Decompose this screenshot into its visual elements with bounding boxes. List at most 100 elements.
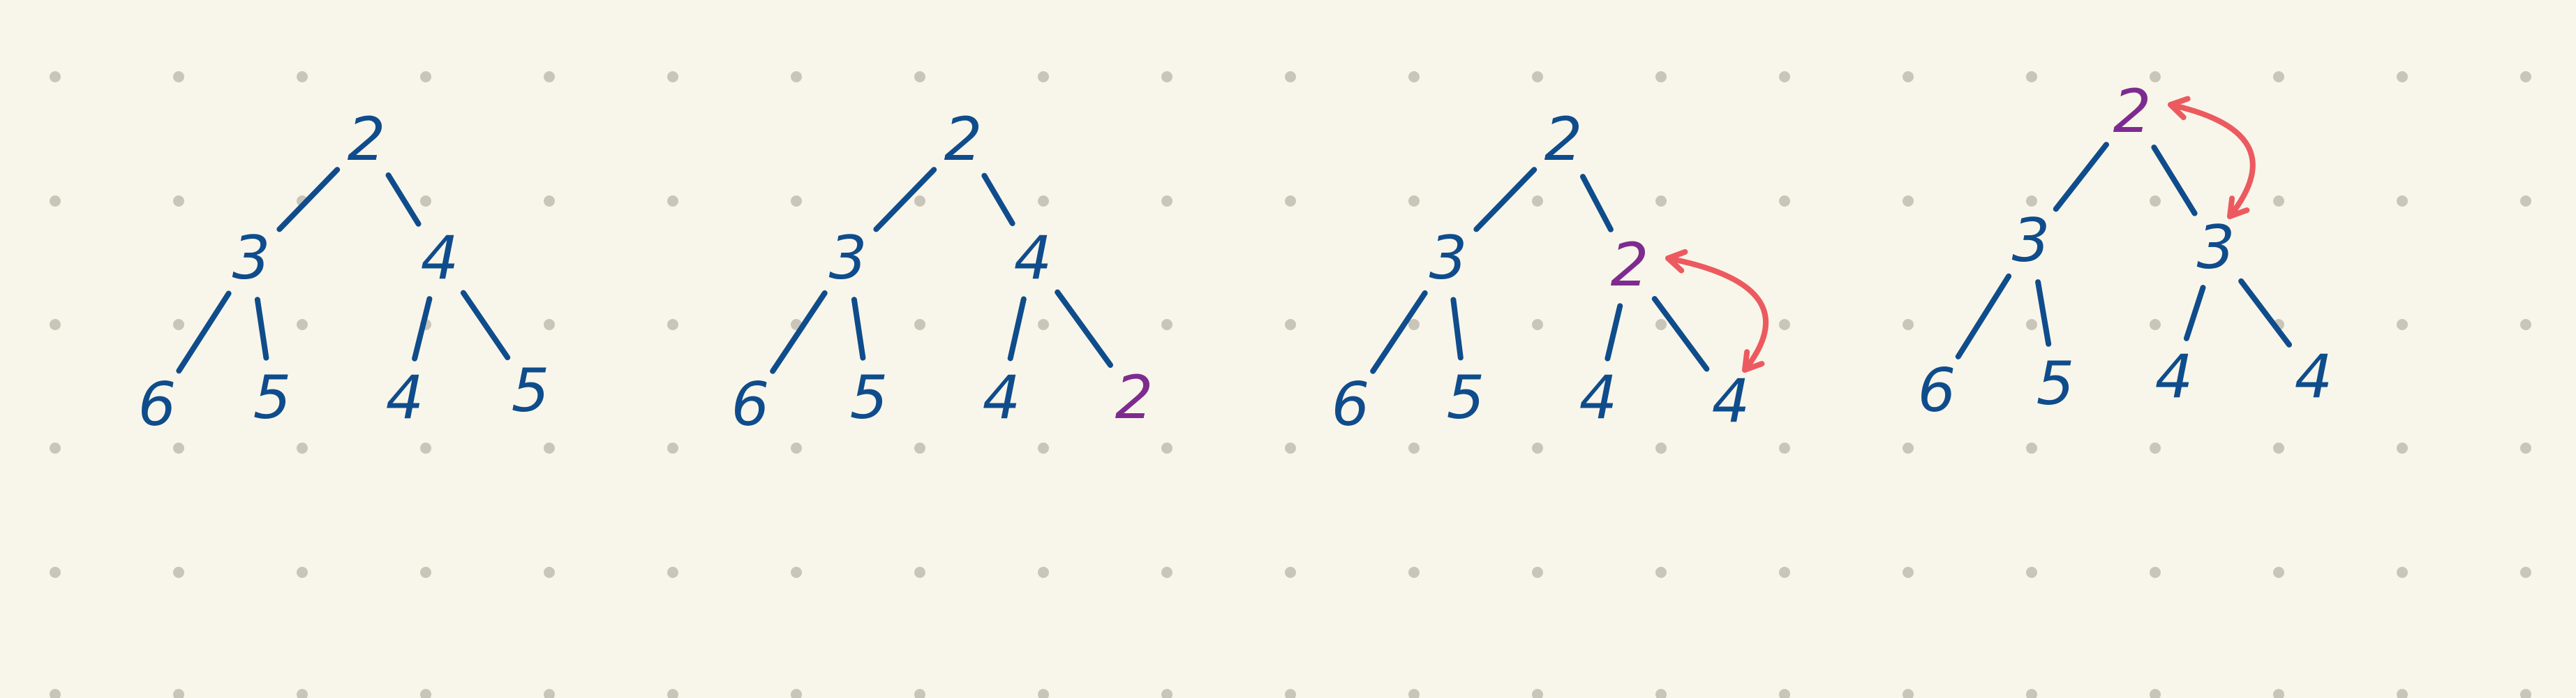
grid-dot xyxy=(2520,443,2531,454)
tree-node-rr: 4 xyxy=(2295,342,2333,412)
tree-edge xyxy=(2183,285,2206,341)
grid-dot xyxy=(1408,567,1420,578)
tree-node-root: 2 xyxy=(348,105,386,174)
tree-node-l: 3 xyxy=(232,223,271,293)
grid-dot xyxy=(2026,319,2037,330)
grid-dot xyxy=(50,567,61,578)
tree-edge xyxy=(1955,273,2012,359)
grid-dot xyxy=(544,567,555,578)
grid-dot xyxy=(1161,689,1172,698)
tree-edge xyxy=(385,172,422,227)
grid-dot xyxy=(2150,443,2161,454)
grid-dot xyxy=(1285,71,1296,82)
grid-dot xyxy=(2520,195,2531,207)
grid-dot xyxy=(914,567,925,578)
grid-dot xyxy=(2520,567,2531,578)
tree-edge xyxy=(254,297,269,361)
grid-dot xyxy=(1285,689,1296,698)
grid-dot xyxy=(1285,195,1296,207)
grid-dot xyxy=(50,71,61,82)
grid-dot xyxy=(2026,195,2037,207)
grid-dot xyxy=(544,319,555,330)
grid-dot xyxy=(1532,195,1543,207)
grid-dot xyxy=(2397,195,2408,207)
tree-edge xyxy=(1605,303,1623,362)
grid-dot xyxy=(1779,71,1790,82)
grid-dot xyxy=(1285,443,1296,454)
tree-node-l: 3 xyxy=(2012,206,2050,276)
grid-dot xyxy=(1532,71,1543,82)
tree-edge xyxy=(851,297,866,361)
grid-dot xyxy=(2397,71,2408,82)
tree-edge xyxy=(1473,167,1538,232)
arrow-head-icon xyxy=(2168,96,2191,121)
grid-dot xyxy=(914,443,925,454)
grid-dot xyxy=(420,195,431,207)
swap-arrow xyxy=(2168,102,2256,219)
grid-dot xyxy=(297,567,308,578)
grid-dot xyxy=(2150,567,2161,578)
grid-dot xyxy=(50,689,61,698)
grid-dot xyxy=(1038,71,1049,82)
arrow-head-icon xyxy=(1665,248,1688,274)
tree-node-l: 3 xyxy=(829,223,868,293)
grid-dot xyxy=(50,443,61,454)
grid-dot xyxy=(2273,71,2284,82)
grid-dot xyxy=(1655,443,1667,454)
grid-dot xyxy=(1161,319,1172,330)
tree-node-lr: 5 xyxy=(1447,363,1485,433)
grid-dot xyxy=(2150,689,2161,698)
grid-dot xyxy=(2520,319,2531,330)
grid-dot xyxy=(297,443,308,454)
tree-edge xyxy=(176,290,232,374)
grid-dot xyxy=(914,195,925,207)
tree-node-rr: 5 xyxy=(512,356,550,426)
grid-dot xyxy=(297,319,308,330)
grid-dot xyxy=(1408,71,1420,82)
grid-dot xyxy=(914,71,925,82)
grid-dot xyxy=(914,689,925,698)
tree-node-l: 3 xyxy=(1429,223,1468,293)
grid-dot xyxy=(667,195,678,207)
tree-edge xyxy=(2035,279,2052,347)
grid-dot xyxy=(420,689,431,698)
grid-dot xyxy=(791,567,802,578)
grid-dot xyxy=(1655,567,1667,578)
grid-dot xyxy=(2397,689,2408,698)
grid-dot xyxy=(2150,71,2161,82)
grid-dot xyxy=(1532,319,1543,330)
tree-edge xyxy=(1580,174,1614,232)
grid-dot xyxy=(1532,689,1543,698)
grid-dot xyxy=(1038,443,1049,454)
tree-edge xyxy=(412,296,433,362)
grid-dot xyxy=(2026,567,2037,578)
tree-node-ll: 6 xyxy=(731,370,770,440)
swap-arrow xyxy=(1665,255,1769,373)
grid-dot xyxy=(297,689,308,698)
grid-dot xyxy=(1408,319,1420,330)
tree-edge xyxy=(770,290,828,374)
grid-dot xyxy=(1903,319,1914,330)
grid-dot xyxy=(1903,689,1914,698)
tree-node-root: 2 xyxy=(1544,105,1583,174)
tree-node-lr: 5 xyxy=(253,363,292,433)
grid-dot xyxy=(1161,443,1172,454)
grid-dot xyxy=(914,319,925,330)
grid-dot xyxy=(791,195,802,207)
grid-dot xyxy=(544,689,555,698)
grid-dot xyxy=(2026,443,2037,454)
grid-dot xyxy=(1779,567,1790,578)
grid-dot xyxy=(50,319,61,330)
tree-node-rl: 4 xyxy=(2155,342,2194,412)
grid-dot xyxy=(2150,319,2161,330)
grid-dot xyxy=(1655,71,1667,82)
tree-node-rl: 4 xyxy=(983,363,1021,433)
tree-node-root: 2 xyxy=(944,105,983,174)
tree-node-rl: 4 xyxy=(1579,363,1618,433)
grid-dot xyxy=(173,689,184,698)
grid-dot xyxy=(791,443,802,454)
